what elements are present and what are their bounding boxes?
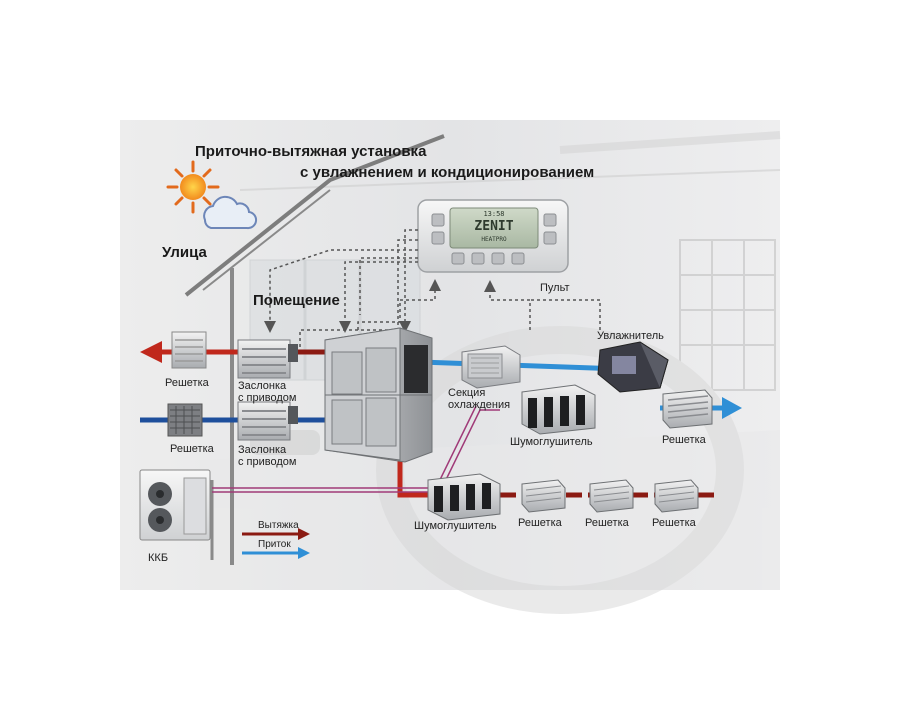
grille-exhaust-3-label: Решетка — [652, 517, 696, 529]
condenser-unit-label: ККБ — [148, 552, 169, 564]
grille-supply-in-label: Решетка — [170, 443, 214, 455]
controller-panel — [417, 199, 569, 273]
cooling-section-label: Секция охлаждения — [448, 387, 511, 411]
grille-supply-in — [167, 403, 203, 437]
control-lines — [264, 229, 601, 353]
outdoor-label: Улица — [162, 244, 207, 261]
grille-exhaust-out-label: Решетка — [165, 377, 209, 389]
house-outline — [184, 134, 445, 565]
damper-top — [237, 339, 298, 379]
humidifier-label: Увлажнитель — [597, 330, 664, 342]
legend-arrows — [242, 528, 310, 559]
diagram-title-line1: Приточно-вытяжная установка — [195, 143, 427, 160]
room-label: Помещение — [253, 292, 340, 309]
controller-screen-sub: HEATPRO — [481, 236, 507, 243]
grille-supply-out-label: Решетка — [662, 434, 706, 446]
weather-icon — [166, 160, 258, 230]
grille-exhaust-1 — [521, 479, 566, 513]
air-handling-unit — [324, 327, 433, 463]
grille-exhaust-1-label: Решетка — [518, 517, 562, 529]
controller-label: Пульт — [540, 282, 570, 294]
grille-supply-out — [662, 389, 713, 429]
controller-screen-brand: ZENIT — [474, 219, 514, 234]
grille-exhaust-3 — [654, 479, 699, 513]
damper-bottom — [237, 401, 298, 441]
humidifier-unit — [597, 341, 669, 393]
condenser-unit — [139, 469, 211, 541]
grille-exhaust-out — [171, 331, 207, 369]
silencer-exhaust-label: Шумоглушитель — [414, 520, 497, 532]
damper-bottom-label: Заслонка с приводом — [238, 444, 297, 468]
damper-top-label: Заслонка с приводом — [238, 380, 297, 404]
silencer-exhaust — [427, 473, 501, 521]
legend-exhaust-label: Вытяжка — [258, 520, 299, 531]
controller-screen-time: 13:58 — [483, 210, 505, 218]
silencer-supply-label: Шумоглушитель — [510, 436, 593, 448]
legend-supply-label: Приток — [258, 539, 291, 550]
cooling-section — [461, 345, 521, 389]
grille-exhaust-2 — [589, 479, 634, 513]
grille-exhaust-2-label: Решетка — [585, 517, 629, 529]
diagram-title-line2: с увлажнением и кондиционированием — [300, 164, 595, 181]
silencer-supply — [521, 384, 596, 435]
